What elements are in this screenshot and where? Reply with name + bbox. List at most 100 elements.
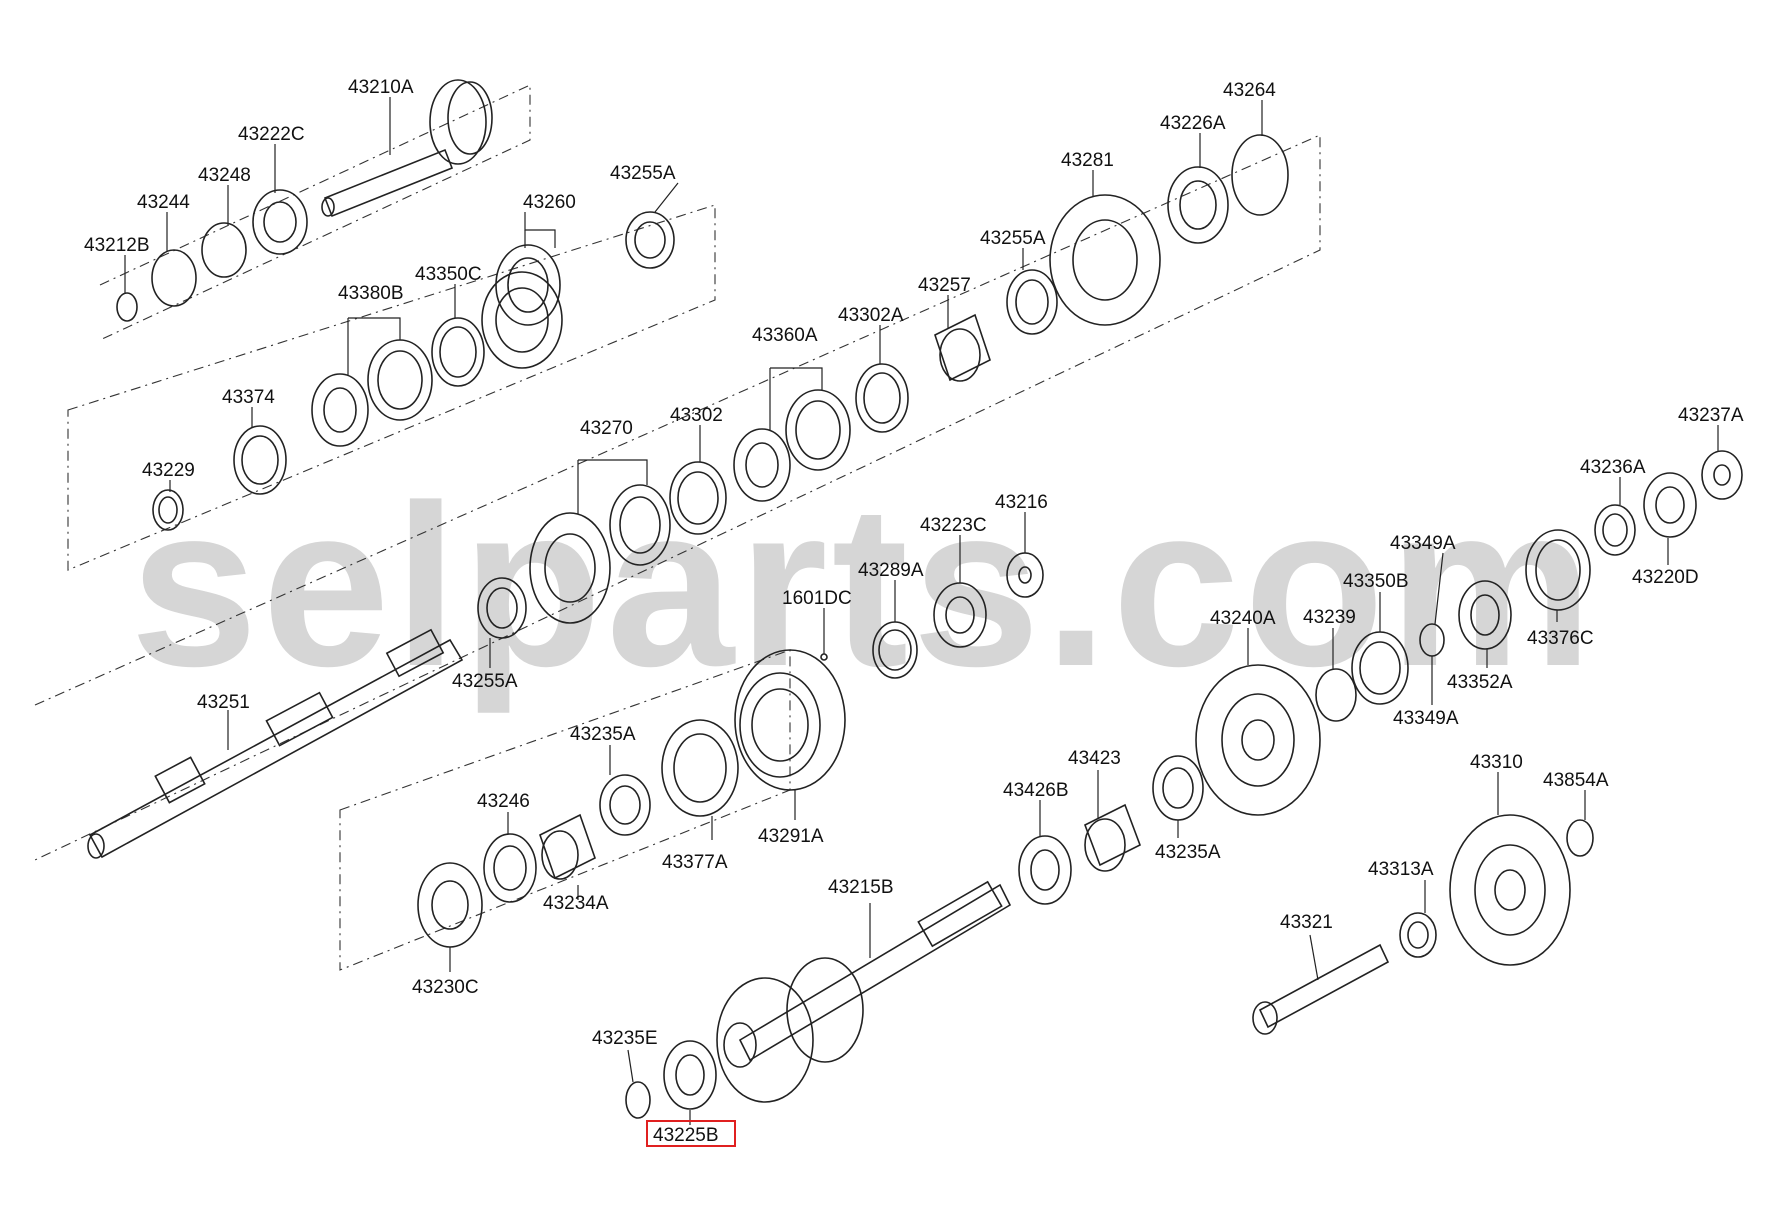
main-shaft-43251 [87, 628, 464, 859]
leader-lines [124, 97, 1719, 1125]
part-label-43223C[interactable]: 43223C [920, 515, 987, 536]
snap-ring-43248 [201, 222, 247, 278]
part-label-43222C[interactable]: 43222C [238, 124, 305, 145]
synchro-ring-43374 [233, 425, 287, 495]
watermark-text: selparts.com [130, 457, 1597, 714]
part-label-43426B[interactable]: 43426B [1003, 780, 1069, 801]
part-label-43377A[interactable]: 43377A [662, 852, 728, 873]
shaft-43321 [1252, 943, 1390, 1035]
part-label-43302[interactable]: 43302 [670, 405, 723, 426]
part-label-43255A-upper[interactable]: 43255A [610, 163, 676, 184]
bearing-43226A [1167, 166, 1229, 244]
part-label-43212B[interactable]: 43212B [84, 235, 150, 256]
part-label-43240A[interactable]: 43240A [1210, 608, 1276, 629]
gear-43230C [417, 862, 483, 948]
washer-43237A [1701, 450, 1743, 500]
frame-main-shaft [34, 134, 1321, 861]
part-label-43376C[interactable]: 43376C [1527, 628, 1594, 649]
part-label-43270[interactable]: 43270 [580, 418, 633, 439]
part-label-43236A[interactable]: 43236A [1580, 457, 1646, 478]
part-label-43374[interactable]: 43374 [222, 387, 275, 408]
part-label-43360A[interactable]: 43360A [752, 325, 818, 346]
part-label-43235A-lower[interactable]: 43235A [570, 724, 636, 745]
clip-43235E [625, 1081, 651, 1119]
part-label-43226A[interactable]: 43226A [1160, 113, 1226, 134]
counter-shaft-43215B [716, 880, 1012, 1103]
part-label-43210A[interactable]: 43210A [348, 77, 414, 98]
gear-43260 [481, 244, 563, 369]
part-label-43352A[interactable]: 43352A [1447, 672, 1513, 693]
gear-43240A [1195, 664, 1321, 816]
bearing-43229 [152, 489, 184, 531]
bearing-43235A-lower [599, 774, 651, 836]
part-label-43216[interactable]: 43216 [995, 492, 1048, 513]
part-label-43234A[interactable]: 43234A [543, 893, 609, 914]
frame-upper-gears [67, 204, 716, 571]
part-label-43225B[interactable]: 43225B [653, 1125, 719, 1146]
bearing-43255A-lower [477, 577, 527, 639]
bearing-43220D [1643, 472, 1697, 538]
part-label-43321[interactable]: 43321 [1280, 912, 1333, 933]
part-label-43349A-bottom[interactable]: 43349A [1393, 708, 1459, 729]
part-label-43230C[interactable]: 43230C [412, 977, 479, 998]
part-label-1601DC[interactable]: 1601DC [782, 588, 852, 609]
part-label-43246[interactable]: 43246 [477, 791, 530, 812]
snap-ring-43244 [151, 249, 197, 307]
synchro-ring-43350C [431, 317, 485, 387]
part-label-43349A-top[interactable]: 43349A [1390, 533, 1456, 554]
bearing-43255A-upper [625, 211, 675, 269]
gear-43270 [529, 484, 671, 624]
part-label-43257[interactable]: 43257 [918, 275, 971, 296]
sleeve-hub-43360A [733, 389, 851, 502]
gear-43281 [1049, 194, 1161, 326]
part-label-43350B[interactable]: 43350B [1343, 571, 1409, 592]
input-shaft-43210A [321, 79, 493, 218]
part-label-43291A[interactable]: 43291A [758, 826, 824, 847]
gear-43291A [734, 649, 846, 791]
clip-43212B [116, 292, 138, 322]
part-label-43255A-mid[interactable]: 43255A [980, 228, 1046, 249]
synchro-ring-43302 [669, 461, 727, 535]
part-label-43244[interactable]: 43244 [137, 192, 190, 213]
part-label-43215B[interactable]: 43215B [828, 877, 894, 898]
part-label-43281[interactable]: 43281 [1061, 150, 1114, 171]
gear-43310 [1449, 814, 1571, 966]
part-label-43220D[interactable]: 43220D [1632, 567, 1699, 588]
snap-ring-43264 [1231, 134, 1289, 216]
synchro-ring-43302A [855, 363, 909, 433]
part-label-43248[interactable]: 43248 [198, 165, 251, 186]
part-label-43251[interactable]: 43251 [197, 692, 250, 713]
sleeve-43257 [934, 313, 991, 382]
part-label-43350C[interactable]: 43350C [415, 264, 482, 285]
part-label-43235A-right[interactable]: 43235A [1155, 842, 1221, 863]
bearing-43236A [1594, 504, 1636, 556]
bearing-43426B [1018, 835, 1072, 905]
part-label-43229[interactable]: 43229 [142, 460, 195, 481]
part-label-43854A[interactable]: 43854A [1543, 770, 1609, 791]
part-label-43302A[interactable]: 43302A [838, 305, 904, 326]
part-label-43380B[interactable]: 43380B [338, 283, 404, 304]
part-label-43313A[interactable]: 43313A [1368, 859, 1434, 880]
bearing-43235A-right [1152, 755, 1204, 821]
part-label-43255A-lower[interactable]: 43255A [452, 671, 518, 692]
hub-43352A [1458, 580, 1512, 650]
sleeve-hub-43380B [311, 339, 433, 447]
part-label-43423[interactable]: 43423 [1068, 748, 1121, 769]
part-label-43237A[interactable]: 43237A [1678, 405, 1744, 426]
part-label-43235E[interactable]: 43235E [592, 1028, 658, 1049]
bushing-43234A [539, 813, 596, 880]
sleeve-43377A [661, 719, 739, 817]
sleeve-43376C [1525, 529, 1591, 611]
bearing-43225B [663, 1040, 717, 1110]
highlight-box-43225B [646, 1120, 736, 1147]
part-label-43264[interactable]: 43264 [1223, 80, 1276, 101]
part-label-43239[interactable]: 43239 [1303, 607, 1356, 628]
part-label-43260[interactable]: 43260 [523, 192, 576, 213]
synchro-ring-43246 [483, 833, 537, 903]
washer-43854A [1566, 819, 1594, 857]
part-label-43289A[interactable]: 43289A [858, 560, 924, 581]
bearing-43222C [252, 189, 308, 255]
part-label-43310[interactable]: 43310 [1470, 752, 1523, 773]
ring-43239 [1315, 668, 1357, 722]
